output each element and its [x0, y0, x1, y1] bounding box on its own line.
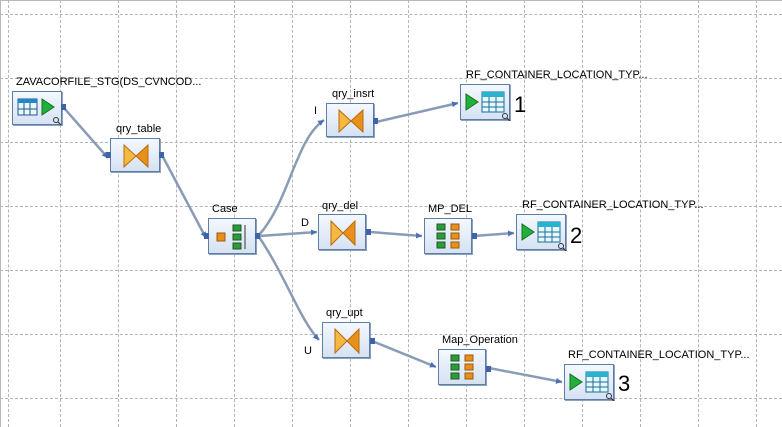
grid-line [0, 398, 782, 399]
target2-label: RF_CONTAINER_LOCATION_TYP... [522, 199, 704, 211]
target-table-icon [465, 91, 511, 121]
qry_table-label: qry_table [116, 123, 162, 135]
case-node[interactable] [208, 218, 256, 254]
wire-map_operation-target3[interactable] [488, 366, 563, 384]
qry_del-label: qry_del [322, 200, 359, 212]
branch-insert-label: I [314, 105, 318, 117]
mp_del-label: MP_DEL [428, 203, 473, 215]
grid-line [0, 78, 782, 79]
wire-source-qry_table[interactable] [63, 107, 109, 159]
grid-line [0, 206, 782, 207]
grid-line [234, 0, 235, 427]
target1-number: 1 [514, 92, 527, 117]
wire-case-qry_upt[interactable] [257, 236, 320, 341]
qry_table-output-port[interactable] [159, 152, 164, 158]
grid-line [118, 0, 119, 427]
qry_insrt-node[interactable] [326, 103, 374, 137]
qry_upt-label: qry_upt [326, 307, 363, 319]
map_operation-node[interactable] [438, 349, 486, 385]
qry_table-input-port[interactable] [106, 152, 111, 158]
grid-line [0, 14, 782, 15]
grid-line [582, 0, 583, 427]
grid-line [0, 142, 782, 143]
mp_del-node[interactable] [424, 218, 472, 254]
target2-number: 2 [570, 223, 583, 248]
map-operation-icon [450, 354, 474, 380]
source-table-node[interactable] [12, 91, 62, 126]
grid-line [292, 0, 293, 427]
target-table-icon [521, 221, 567, 251]
map-operation-icon [436, 223, 460, 249]
grid-line [176, 0, 177, 427]
grid-line [466, 0, 467, 427]
wire-qry_upt-map_operation[interactable] [371, 339, 437, 369]
target-table-icon [569, 371, 615, 401]
grid-line [408, 0, 409, 427]
case-transform-icon [216, 224, 246, 250]
map_operation-label: Map_Operation [442, 334, 518, 346]
query-transform-icon [334, 327, 360, 355]
query-transform-icon [123, 143, 149, 169]
query-transform-icon [338, 108, 364, 134]
qry_insrt-output-port[interactable] [373, 118, 378, 124]
case-label: Case [212, 203, 238, 215]
wire-qry_table-case[interactable] [161, 156, 208, 239]
grid-line [60, 0, 61, 427]
grid-line [350, 0, 351, 427]
case-input-port[interactable] [204, 233, 209, 239]
grid-line [698, 0, 699, 427]
qry_upt-node[interactable] [322, 322, 370, 358]
grid-line [640, 0, 641, 427]
target2-table-node[interactable] [516, 214, 567, 251]
qry_del-output-port[interactable] [366, 229, 371, 235]
wire-case-qry_insrt[interactable] [258, 118, 325, 236]
target3-number: 3 [618, 371, 631, 396]
source-output-port[interactable] [61, 104, 66, 110]
map_operation-output-port[interactable] [486, 366, 491, 372]
grid-line [8, 0, 9, 427]
wire-case-qry_del[interactable] [258, 229, 318, 238]
wire-mp_del-target2[interactable] [473, 230, 515, 238]
target1-table-node[interactable] [460, 84, 511, 121]
query-transform-icon [330, 219, 356, 247]
qry_table-node[interactable] [110, 138, 160, 172]
target1-label: RF_CONTAINER_LOCATION_TYP... [466, 69, 648, 81]
grid-line [524, 0, 525, 427]
wire-qry_del-mp_del[interactable] [369, 230, 423, 239]
source-table-icon [17, 98, 62, 126]
grid-line [756, 0, 757, 427]
mp_del-output-port[interactable] [472, 233, 477, 239]
wire-qry_insrt-target1[interactable] [375, 101, 459, 124]
qry_upt-output-port[interactable] [370, 338, 375, 344]
target3-label: RF_CONTAINER_LOCATION_TYP... [568, 349, 750, 361]
grid-line [0, 334, 782, 335]
branch-update-label: U [304, 345, 312, 357]
case-output-port[interactable] [255, 233, 260, 239]
target3-table-node[interactable] [564, 364, 615, 401]
source-label: ZAVACORFILE_STG(DS_CVNCOD... [16, 76, 202, 88]
qry_del-node[interactable] [318, 214, 366, 250]
qry_insrt-label: qry_insrt [332, 88, 375, 100]
grid-line [0, 270, 782, 271]
branch-delete-label: D [301, 217, 309, 229]
